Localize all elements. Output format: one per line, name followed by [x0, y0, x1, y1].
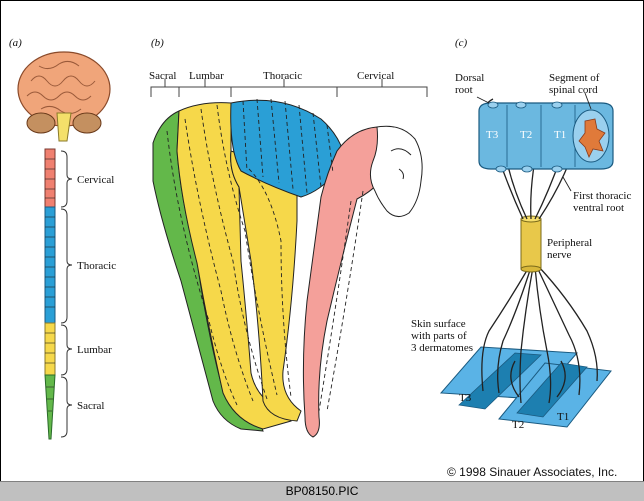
label-segment-1: Segment of [549, 72, 600, 84]
panel-b-label: (b) [151, 37, 164, 49]
label-a-sacral: Sacral [77, 400, 105, 412]
panel-b-brackets [150, 79, 428, 97]
spinal-cord-segment [478, 101, 614, 173]
dermatome-boundaries [166, 98, 364, 412]
panel-c-label: (c) [455, 37, 468, 49]
peripheral-nerve-fibers [481, 266, 598, 404]
label-ventral-root-1: First thoracic [573, 190, 632, 202]
panel-a-label: (a) [9, 37, 22, 49]
dermatome-skin-sheets [439, 346, 612, 428]
panel-a-brackets [60, 150, 73, 438]
label-a-thoracic: Thoracic [77, 260, 117, 272]
label-ventral-root-2: ventral root [573, 202, 625, 214]
label-skin-surface-2: with parts of [411, 330, 467, 342]
spinal-cord [44, 148, 56, 440]
label-b-lumbar: Lumbar [189, 70, 224, 82]
label-skin-surface-3: 3 dermatomes [411, 342, 474, 354]
label-dermatome-t3: T3 [459, 392, 472, 404]
copyright-notice: © 1998 Sinauer Associates, Inc. [447, 465, 618, 479]
label-dermatome-t2: T2 [512, 419, 525, 431]
bending-figure [152, 99, 423, 438]
label-a-cervical: Cervical [77, 174, 115, 186]
label-b-thoracic: Thoracic [263, 70, 303, 82]
label-segment-t1: T1 [554, 129, 567, 141]
label-skin-surface-1: Skin surface [411, 318, 466, 330]
label-b-sacral: Sacral [149, 70, 177, 82]
brain [17, 51, 111, 142]
label-segment-t3: T3 [486, 129, 499, 141]
label-dorsal-root-1: Dorsal [455, 72, 485, 84]
panel-c-leaders [476, 92, 592, 192]
dermatome-illustration [17, 51, 614, 440]
label-peripheral-nerve-2: nerve [547, 249, 572, 261]
footer-bar: BP08150.PIC [0, 481, 644, 501]
label-peripheral-nerve-1: Peripheral [547, 237, 593, 249]
label-a-lumbar: Lumbar [77, 344, 112, 356]
label-dorsal-root-2: root [455, 84, 473, 96]
label-dermatome-t1: T1 [557, 411, 570, 423]
label-b-cervical: Cervical [357, 70, 395, 82]
label-segment-t2: T2 [520, 129, 533, 141]
peripheral-nerve [520, 215, 542, 273]
label-segment-2: spinal cord [549, 84, 598, 96]
footer-filename: BP08150.PIC [285, 484, 359, 498]
